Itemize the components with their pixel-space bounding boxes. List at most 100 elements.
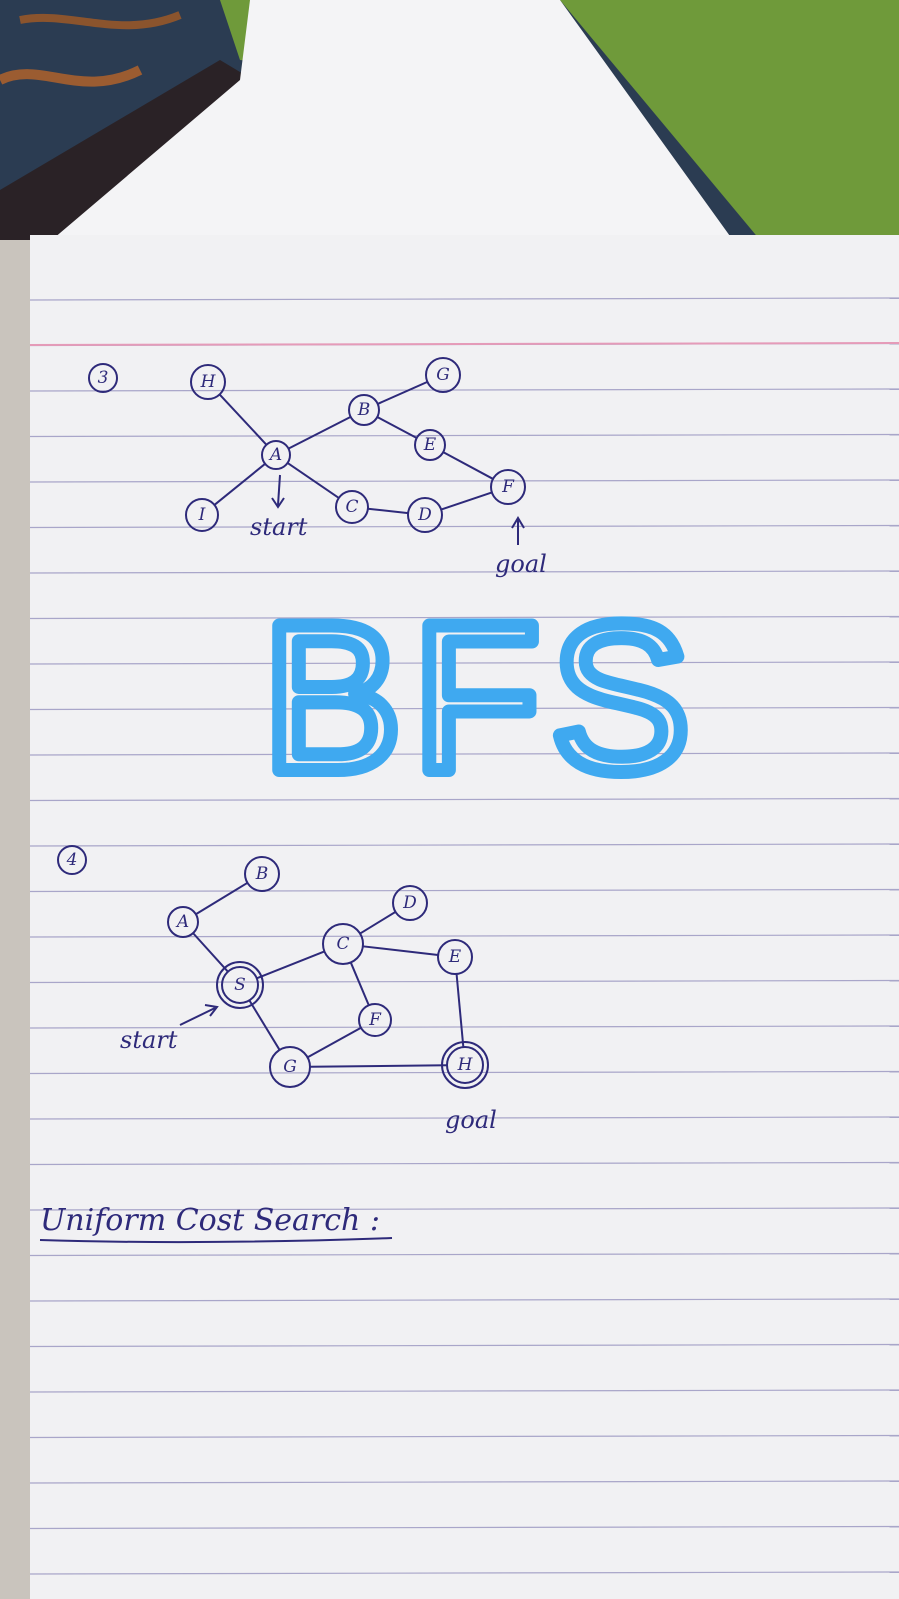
node-S-circle: [221, 966, 259, 1004]
bfs-heading: BFS: [255, 573, 700, 822]
problem-3-start-label: start: [250, 513, 308, 541]
node-H-label: H: [457, 1055, 474, 1075]
node-E-circle: [437, 939, 473, 975]
rule-line: [29, 1252, 899, 1257]
node-F-label: F: [501, 477, 515, 497]
node-B-label: B: [357, 400, 371, 420]
rule-line: [29, 1480, 899, 1484]
edge-C-D: [367, 507, 409, 515]
rule-line: [29, 661, 899, 665]
rule-line: [29, 388, 899, 392]
edge-S-G: [248, 999, 281, 1051]
rule-line: [29, 888, 899, 893]
start-arrowhead: [271, 497, 285, 509]
node-B-circle: [348, 394, 380, 426]
margin-line: [29, 342, 899, 346]
node-H-label: H: [200, 372, 217, 392]
node-A-circle: [167, 906, 199, 938]
node-A-label: A: [268, 445, 282, 465]
start-arrowhead-4: [204, 1004, 219, 1017]
edge-A-S: [192, 932, 229, 973]
rule-line: [29, 979, 899, 984]
problem-3-edges: [213, 380, 494, 515]
notebook-page: [30, 235, 899, 1599]
goal-arrowhead: [511, 516, 525, 529]
node-C-circle: [335, 490, 369, 524]
section-heading: Uniform Cost Search :: [40, 1203, 380, 1238]
problem-4-start-label: start: [120, 1026, 178, 1054]
node-H-goal-ring: [441, 1041, 489, 1089]
node-G-circle: [425, 357, 461, 393]
rule-line: [29, 1116, 899, 1120]
edge-F-G: [307, 1026, 362, 1059]
binder-strap: [0, 60, 270, 260]
edge-S-C: [256, 950, 325, 980]
rule-line: [29, 1070, 899, 1075]
rule-line: [29, 1161, 899, 1166]
node-I-label: I: [198, 505, 206, 525]
rule-line: [29, 706, 899, 711]
loose-sheet: [40, 0, 740, 250]
node-S-label: S: [234, 975, 246, 995]
problem-3-goal-label: goal: [495, 550, 547, 578]
node-B-label: B: [255, 864, 269, 884]
rule-line: [29, 1434, 899, 1439]
rule-line: [29, 1571, 899, 1575]
node-D-label: D: [402, 893, 417, 913]
node-B-circle: [244, 856, 280, 892]
rule-line: [29, 1343, 899, 1348]
problem-4-goal-label: goal: [445, 1106, 497, 1134]
edge-G-H: [309, 1064, 448, 1068]
node-E-label: E: [448, 947, 462, 967]
node-G-circle: [269, 1046, 311, 1088]
edge-A-C: [286, 462, 340, 499]
node-A-circle: [261, 440, 291, 470]
node-I-circle: [185, 498, 219, 532]
rule-line: [29, 479, 899, 483]
rule-line: [29, 433, 899, 438]
node-E-circle: [414, 429, 446, 461]
node-C-label: C: [336, 934, 349, 954]
node-G-label: G: [436, 365, 450, 385]
node-F-circle: [358, 1003, 392, 1037]
rule-line: [29, 843, 899, 847]
rule-line: [29, 797, 899, 802]
edge-C-F: [349, 962, 370, 1006]
bfs-heading-text: BFS: [262, 580, 700, 815]
edge-A-I: [213, 463, 266, 506]
node-D-label: D: [417, 505, 432, 525]
problem-4-number-circle: [57, 845, 87, 875]
rule-line: [29, 1389, 899, 1393]
start-arrow: [277, 474, 281, 506]
node-S-goal-ring: [216, 961, 264, 1009]
rule-line: [29, 1525, 899, 1530]
edge-B-G: [377, 380, 428, 405]
node-D-circle: [407, 497, 443, 533]
rule-line: [29, 1207, 899, 1211]
green-folder: [560, 0, 899, 240]
node-C-circle: [322, 923, 364, 965]
node-F-label: F: [368, 1010, 382, 1030]
problem-3-number-circle: [88, 363, 118, 393]
problem-4-number: 4: [66, 850, 78, 870]
edge-B-E: [376, 416, 418, 439]
rule-line: [29, 570, 899, 574]
rule-line: [29, 1298, 899, 1302]
edge-C-E: [362, 945, 439, 957]
edge-A-B: [195, 881, 248, 916]
edge-E-H: [455, 973, 465, 1048]
node-D-circle: [392, 885, 428, 921]
node-F-circle: [490, 469, 526, 505]
section-heading-underline: [39, 1237, 393, 1244]
node-H-circle: [190, 364, 226, 400]
edge-A-B: [288, 415, 352, 450]
rule-line: [29, 1025, 899, 1029]
node-E-label: E: [423, 435, 437, 455]
rule-line: [29, 524, 899, 529]
problem-4-edges: [192, 881, 465, 1068]
